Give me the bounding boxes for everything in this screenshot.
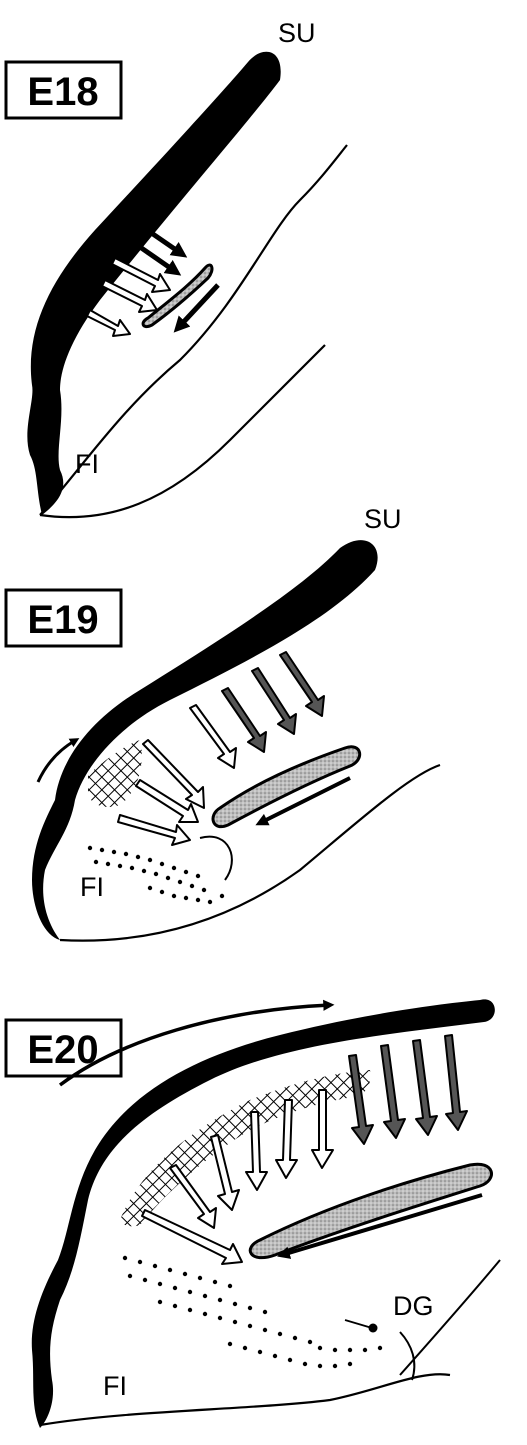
solid-arrow (349, 1055, 373, 1144)
dotted-region (88, 846, 224, 904)
stage-label: E18 (27, 70, 98, 114)
dg-label: DG (393, 1291, 434, 1321)
panel-e19: E19 SU (6, 504, 440, 941)
solid-arrow (150, 232, 182, 254)
open-arrow (142, 1210, 242, 1264)
dg-pointer-dot (369, 1324, 378, 1333)
su-label: SU (278, 18, 316, 48)
solid-arrow (140, 247, 176, 272)
open-arrow (170, 1165, 216, 1228)
dg-pointer-line (345, 1320, 372, 1328)
solid-arrow (413, 1040, 437, 1135)
panel-e20: E20 (6, 999, 500, 1428)
tissue-outline (40, 345, 325, 517)
open-arrow (118, 815, 190, 845)
solid-arrow (381, 1045, 405, 1138)
solid-arrow (445, 1035, 467, 1130)
open-arrow (143, 740, 204, 808)
fi-label: FI (75, 449, 99, 479)
panel-e18: E18 SU FI (6, 18, 347, 517)
open-arrow (87, 310, 130, 336)
solid-arrow (280, 652, 324, 716)
open-arrow (190, 705, 236, 768)
fi-label: FI (80, 872, 104, 902)
migration-band (143, 265, 212, 327)
solid-arrow (222, 688, 266, 752)
su-label: SU (364, 504, 402, 534)
tissue-outline (40, 1374, 450, 1425)
stage-label: E19 (27, 598, 98, 642)
solid-arrow (252, 668, 296, 734)
tissue-outline (200, 837, 232, 880)
fi-label: FI (103, 1371, 127, 1401)
dotted-region (123, 1256, 382, 1368)
open-arrow (102, 280, 157, 312)
